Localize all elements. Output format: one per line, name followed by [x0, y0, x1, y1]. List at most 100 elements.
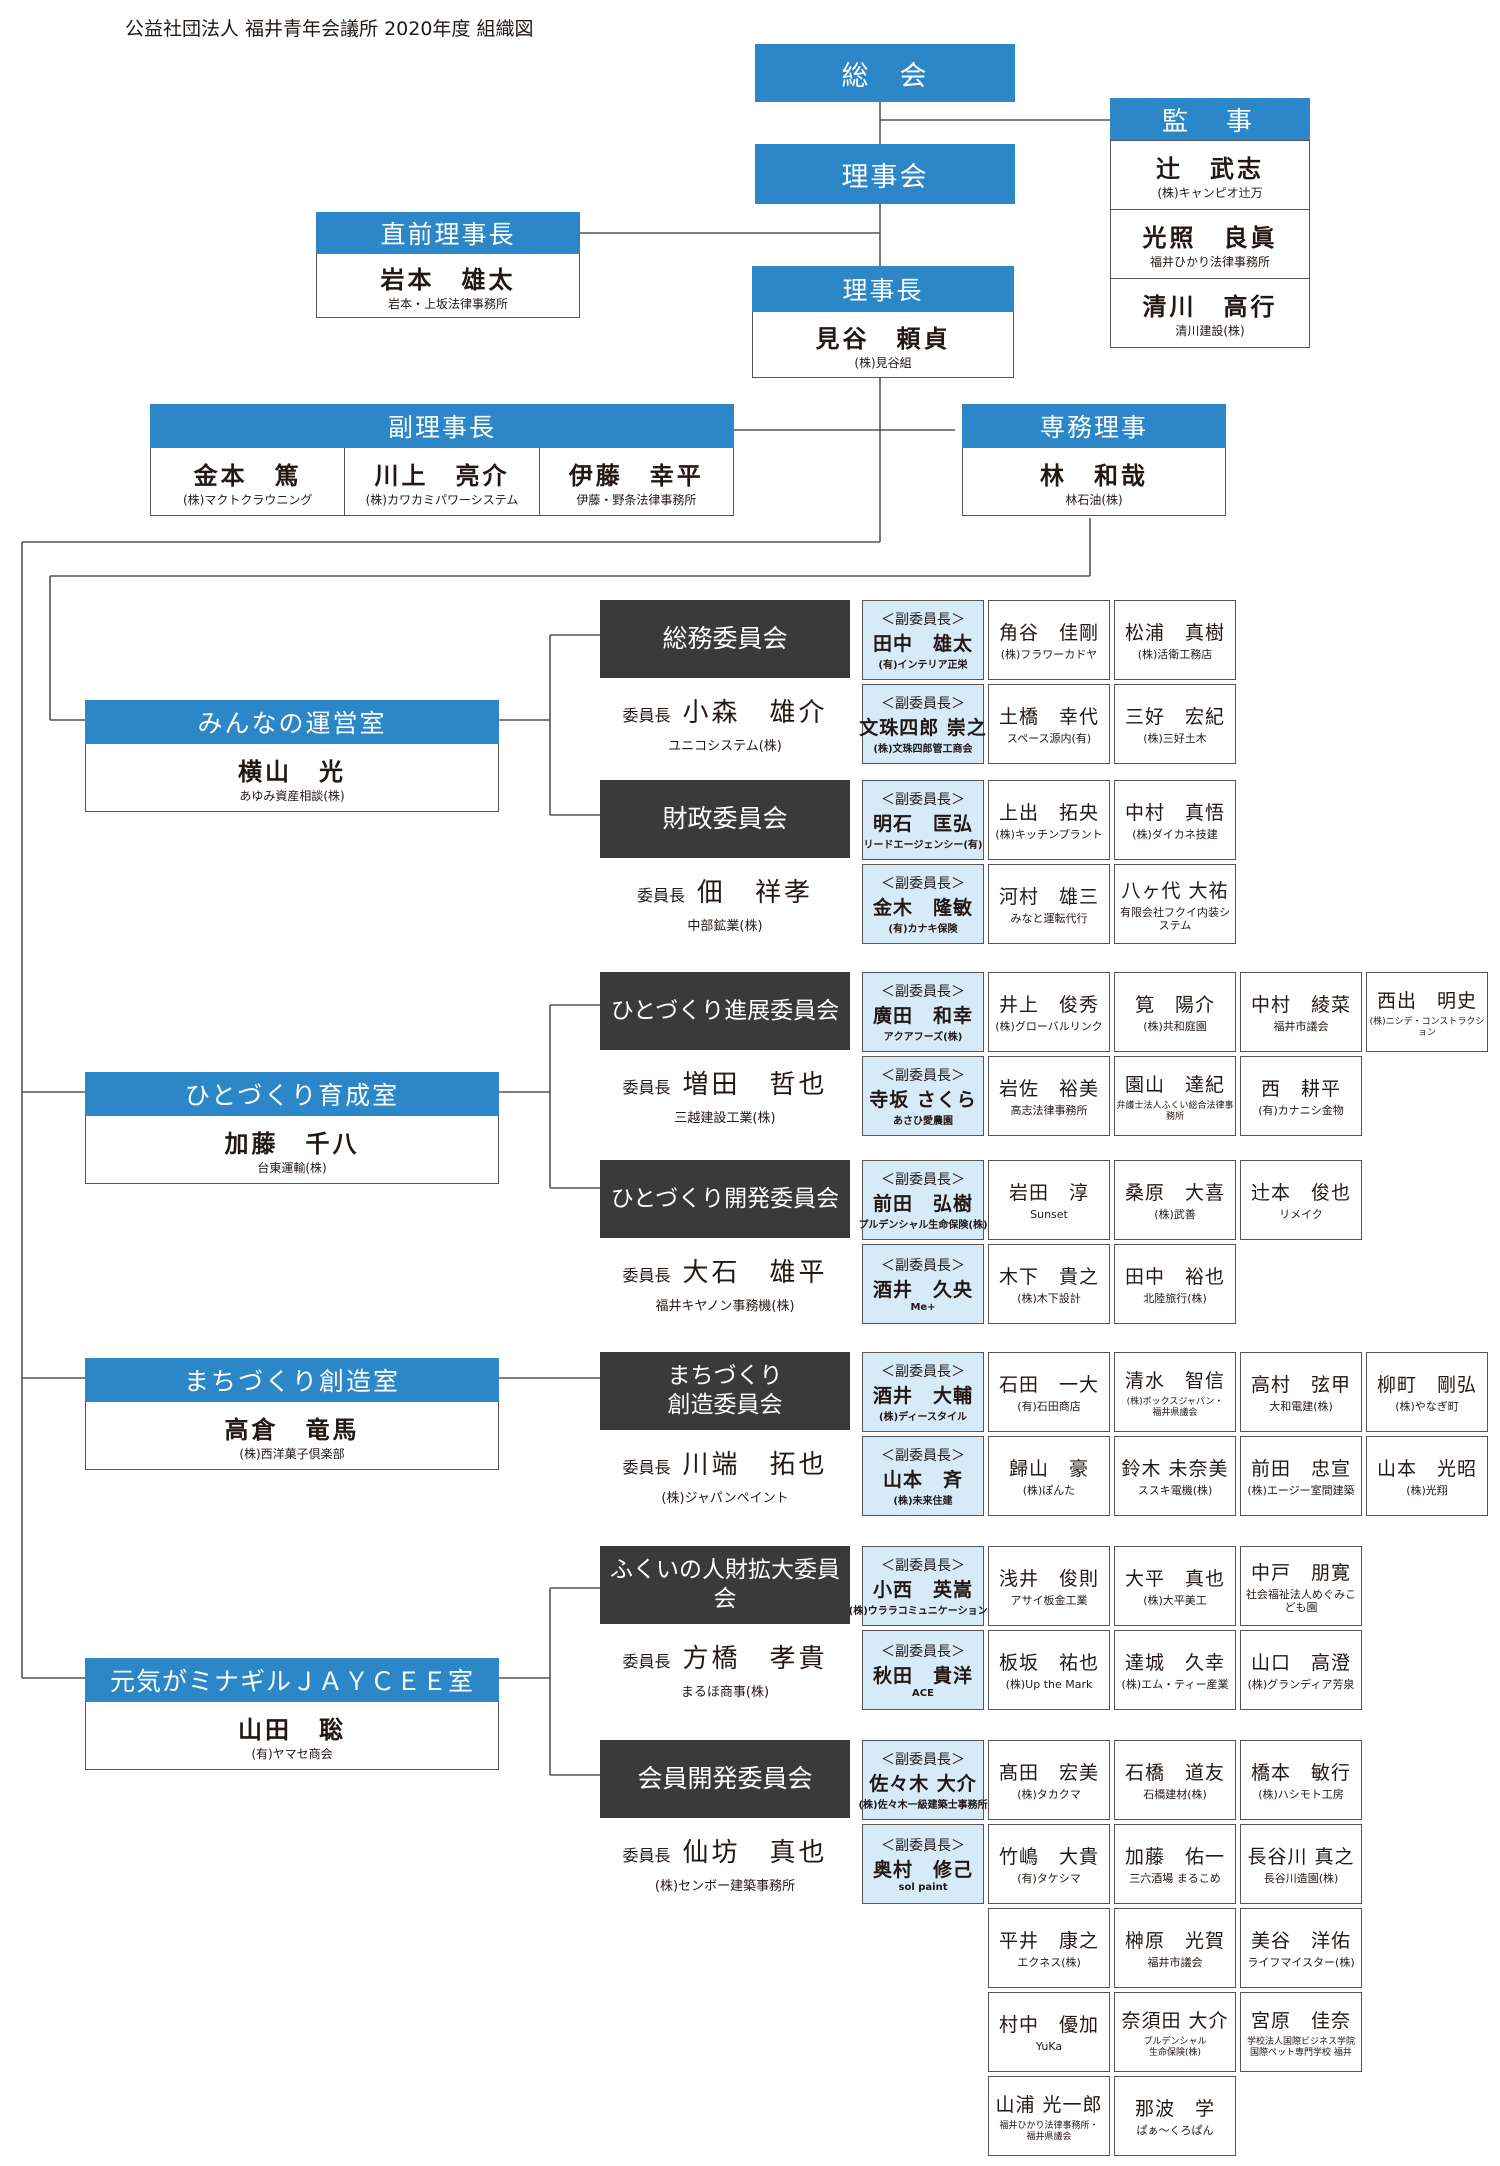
member-affiliation: 福井市議会 — [1147, 1956, 1203, 1970]
committee-name-box: ひとづくり進展委員会 — [600, 972, 850, 1050]
member-card: 高村 弦甲大和電建(株) — [1240, 1352, 1362, 1432]
member-affiliation: ライフマイスター(株) — [1247, 1956, 1355, 1970]
member-affiliation: (株)グローバルリンク — [995, 1020, 1103, 1034]
member-affiliation: 社会福祉法人めぐみこども園 — [1245, 1587, 1357, 1614]
vice-label: ＜副委員長＞ — [881, 1364, 965, 1380]
member-name: 中村 綾菜 — [1250, 994, 1351, 1017]
member-card: 西 耕平(有)カナニシ金物 — [1240, 1056, 1362, 1136]
member-affiliation: (株)共和庭園 — [1143, 1020, 1207, 1034]
vice-affiliation: (株)ディースタイル — [879, 1412, 967, 1423]
vice-name: 酒井 大輔 — [872, 1385, 973, 1407]
member-affiliation: ススキ電機(株) — [1137, 1484, 1213, 1498]
member-card: 園山 達紀弁護士法人ふくい総合法律事務所 — [1114, 1056, 1236, 1136]
member-affiliation: (株)ぽんた — [1022, 1484, 1076, 1498]
member-name: 高村 弦甲 — [1250, 1374, 1351, 1397]
office-minna: みんなの運営室 横山 光 あゆみ資産相談(株) — [85, 700, 499, 812]
fuku-group: 副理事長 金本 篤 (株)マクトクラウニング 川上 亮介 (株)カワカミパワーシ… — [150, 404, 734, 516]
chair-line: 委員長小森 雄介 — [622, 692, 827, 729]
member-affiliation: 三六酒場 まるこめ — [1129, 1872, 1221, 1886]
member-card: 板坂 祐也(株)Up the Mark — [988, 1630, 1110, 1710]
committee-chair: 委員長川端 拓也(株)ジャパンペイント — [600, 1444, 850, 1506]
member-card: 中村 真悟(株)ダイカネ技建 — [1114, 780, 1236, 860]
member-name: 河村 雄三 — [998, 886, 1099, 909]
chair-name: 佃 祥孝 — [697, 878, 814, 908]
vice-name: 酒井 久央 — [872, 1279, 973, 1301]
vice-name: 秋田 貴洋 — [872, 1665, 973, 1687]
vice-label: ＜副委員長＞ — [881, 1068, 965, 1084]
member-card: 達城 久幸(株)エム・ティー産業 — [1114, 1630, 1236, 1710]
committee-name-box: ひとづくり開発委員会 — [600, 1160, 850, 1238]
member-name: 西 耕平 — [1260, 1078, 1341, 1101]
vice-name: 山本 斉 — [882, 1469, 963, 1491]
member-card: 八ヶ代 大祐有限会社フクイ内装システム — [1114, 864, 1236, 944]
office-header: 元気がミナギルＪＡＹＣＥＥ室 — [85, 1658, 499, 1702]
member-name: 浅井 俊則 — [998, 1568, 1099, 1591]
member-card: 石橋 道友石橋建材(株) — [1114, 1740, 1236, 1820]
committee-chair: 委員長方橋 孝貴まるほ商事(株) — [600, 1638, 850, 1700]
office-header: まちづくり創造室 — [85, 1358, 499, 1402]
member-affiliation: (株)光翔 — [1406, 1484, 1448, 1498]
member-name: 岩田 淳 — [1008, 1182, 1089, 1205]
member-affiliation: (株)フラワーカドヤ — [1000, 648, 1098, 662]
fuku-person: 川上 亮介 (株)カワカミパワーシステム — [345, 448, 540, 515]
vice-label: ＜副委員長＞ — [881, 1258, 965, 1274]
vice-label: ＜副委員長＞ — [881, 1448, 965, 1464]
member-card: 大平 真也 (株)大平美工 — [1114, 1546, 1236, 1626]
member-affiliation: リメイク — [1279, 1208, 1323, 1222]
vice-label: ＜副委員長＞ — [881, 984, 965, 1000]
member-name: 長谷川 真之 — [1247, 1846, 1355, 1869]
member-name: 園山 達紀 — [1124, 1074, 1225, 1097]
member-name: 髙田 宏美 — [998, 1762, 1099, 1785]
member-name: 松浦 真樹 — [1124, 622, 1225, 645]
vice-chair-card: ＜副委員長＞山本 斉(株)未来住建 — [862, 1436, 984, 1516]
vice-chair-card: ＜副委員長＞寺坂 さくらあさひ愛農園 — [862, 1056, 984, 1136]
committee-chair: 委員長小森 雄介ユニコシステム(株) — [600, 692, 850, 754]
chair-label: 委員長 — [622, 1078, 671, 1097]
member-affiliation: アサイ板金工業 — [1010, 1594, 1088, 1608]
vice-name: 佐々木 大介 — [869, 1773, 977, 1795]
member-affiliation: (有)タケシマ — [1017, 1872, 1081, 1886]
member-name: 美谷 洋佑 — [1250, 1930, 1351, 1953]
vice-chair-card: ＜副委員長＞前田 弘樹プルデンシャル生命保険(株) — [858, 1160, 988, 1240]
member-name: 中村 真悟 — [1124, 802, 1225, 825]
member-card: 木下 貴之(株)木下設計 — [988, 1244, 1110, 1324]
member-name: 石田 一大 — [998, 1374, 1099, 1397]
member-affiliation: (株)大平美工 — [1143, 1594, 1207, 1608]
member-affiliation: (株)やなぎ町 — [1395, 1400, 1459, 1414]
committee-name-box: 財政委員会 — [600, 780, 850, 858]
chair-name: 仙坊 真也 — [682, 1838, 828, 1868]
member-name: 山口 高澄 — [1250, 1652, 1351, 1675]
member-name: 木下 貴之 — [998, 1266, 1099, 1289]
member-affiliation: (有)石田商店 — [1017, 1400, 1081, 1414]
member-name: 上出 拓央 — [998, 802, 1099, 825]
member-name: 岩佐 裕美 — [998, 1078, 1099, 1101]
vice-affiliation: アクアフーズ(株) — [883, 1032, 963, 1043]
member-affiliation: 福井市議会 — [1273, 1020, 1329, 1034]
chair-line: 委員長仙坊 真也 — [622, 1832, 827, 1869]
member-name: 竹嶋 大貴 — [998, 1846, 1099, 1869]
member-name: 田中 裕也 — [1124, 1266, 1225, 1289]
chair-name: 大石 雄平 — [682, 1258, 828, 1288]
member-card: 河村 雄三みなと運転代行 — [988, 864, 1110, 944]
member-name: 三好 宏紀 — [1124, 706, 1225, 729]
chair-label: 委員長 — [636, 886, 685, 905]
member-affiliation: (株)エム・ティー産業 — [1121, 1678, 1229, 1692]
rijicho-header: 理事長 — [752, 266, 1014, 312]
chair-affiliation: まるほ商事(株) — [680, 1685, 770, 1700]
member-affiliation: 大和電建(株) — [1269, 1400, 1333, 1414]
member-card: 長谷川 真之長谷川造園(株) — [1240, 1824, 1362, 1904]
vice-chair-card: ＜副委員長＞金木 隆敏(有)カナキ保険 — [862, 864, 984, 944]
chair-affiliation: 中部鉱業(株) — [687, 919, 763, 934]
member-affiliation: 石橋建材(株) — [1143, 1788, 1207, 1802]
vice-affiliation: (有)インテリア正栄 — [878, 660, 968, 671]
member-name: 大平 真也 — [1124, 1568, 1225, 1591]
member-affiliation: みなと運転代行 — [1010, 912, 1088, 926]
chair-affiliation: (株)センボー建築事務所 — [654, 1879, 796, 1894]
office-hitozukuri: ひとづくり育成室 加藤 千八 台東運輸(株) — [85, 1072, 499, 1184]
chair-affiliation: (株)ジャパンペイント — [661, 1491, 789, 1506]
vice-affiliation: Me+ — [910, 1302, 936, 1313]
committee-chair: 委員長仙坊 真也 (株)センボー建築事務所 — [600, 1832, 850, 1894]
